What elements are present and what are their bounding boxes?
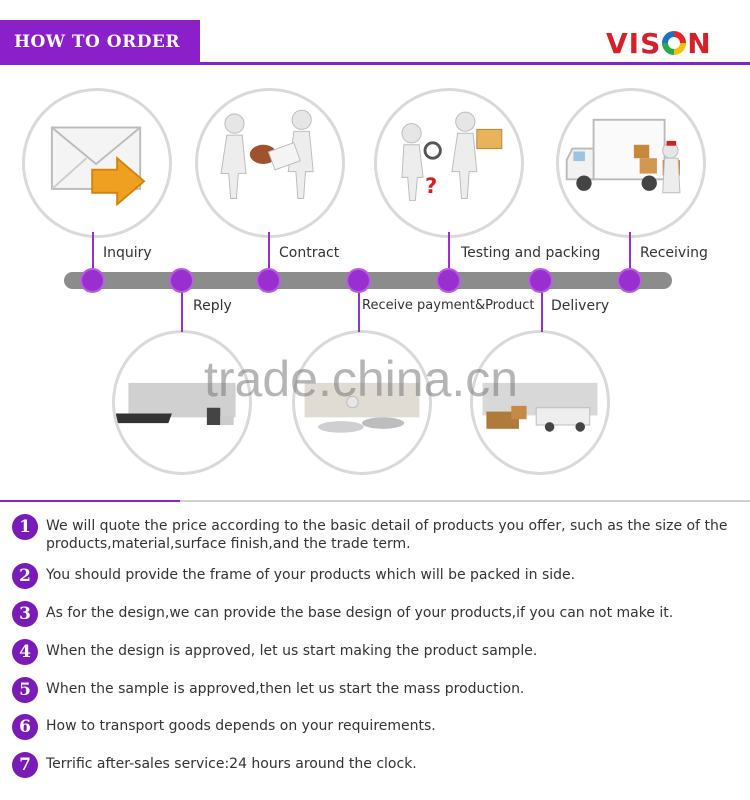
- svg-text:?: ?: [425, 173, 437, 198]
- watermark: trade.china.cn: [204, 351, 519, 407]
- note-item: 4 When the design is approved, let us st…: [12, 639, 742, 665]
- step-label-contract: Contract: [279, 245, 340, 261]
- section-divider-accent: [0, 500, 180, 502]
- step-contract-image: [195, 88, 345, 238]
- truck-cargo-icon: [482, 382, 598, 432]
- step-inquiry-image: [22, 88, 172, 238]
- production-figures-icon: [304, 382, 420, 433]
- timeline-dot-testing: [436, 268, 461, 293]
- timeline-dot-reply: [169, 268, 194, 293]
- note-item: 3 As for the design,we can provide the b…: [12, 601, 742, 627]
- stem-inquiry: [92, 232, 94, 272]
- number-badge: 3: [12, 601, 38, 627]
- vison-logo: VIS N: [606, 26, 712, 60]
- note-item: 1 We will quote the price according to t…: [12, 514, 742, 553]
- stem-contract: [268, 232, 270, 272]
- timeline-dot-contract: [256, 268, 281, 293]
- stem-payment: [358, 290, 360, 332]
- number-badge: 1: [12, 514, 38, 540]
- step-label-delivery: Delivery: [551, 298, 610, 314]
- note-text: How to transport goods depends on your r…: [46, 718, 436, 734]
- envelope-arrow-icon: [50, 126, 146, 207]
- step-testing-image: ?: [374, 88, 524, 238]
- header-divider: [0, 62, 750, 65]
- number-badge: 4: [12, 639, 38, 665]
- step-label-receiving: Receiving: [640, 245, 708, 261]
- note-text: You should provide the frame of your pro…: [46, 567, 576, 583]
- stem-delivery: [541, 290, 543, 332]
- header-tab: HOW TO ORDER: [0, 20, 200, 64]
- note-text: We will quote the price according to the…: [46, 518, 728, 552]
- section-divider: [0, 500, 750, 502]
- number-badge: 6: [12, 714, 38, 740]
- step-label-reply: Reply: [193, 298, 232, 314]
- note-item: 5 When the sample is approved,then let u…: [12, 677, 742, 703]
- step-payment-image: [292, 330, 432, 475]
- note-text: Terrific after-sales service:24 hours ar…: [46, 756, 417, 772]
- logo-text-left: VIS: [606, 26, 662, 60]
- inspection-figures-icon: ?: [401, 111, 503, 201]
- note-item: 7 Terrific after-sales service:24 hours …: [12, 752, 742, 778]
- note-item: 6 How to transport goods depends on your…: [12, 714, 742, 740]
- timeline-dot-receiving: [617, 268, 642, 293]
- stem-reply: [181, 290, 183, 332]
- step-receiving-image: [556, 88, 706, 238]
- number-badge: 7: [12, 752, 38, 778]
- timeline-dot-delivery: [528, 268, 553, 293]
- stem-testing: [448, 232, 450, 272]
- timeline-dot-inquiry: [80, 268, 105, 293]
- note-text: As for the design,we can provide the bas…: [46, 605, 674, 621]
- number-badge: 5: [12, 677, 38, 703]
- logo-color-ring-icon: [662, 31, 687, 55]
- timeline-dot-payment: [346, 268, 371, 293]
- number-badge: 2: [12, 563, 38, 589]
- page-title: HOW TO ORDER: [14, 32, 181, 52]
- computer-desk-icon: [115, 382, 236, 425]
- handshake-figures-icon: [220, 109, 314, 199]
- step-label-testing: Testing and packing: [461, 245, 601, 261]
- note-text: When the sample is approved,then let us …: [46, 681, 525, 697]
- step-delivery-image: [470, 330, 610, 475]
- note-item: 2 You should provide the frame of your p…: [12, 563, 742, 589]
- logo-text-right: N: [687, 26, 712, 60]
- step-label-payment: Receive payment&Product: [362, 298, 535, 313]
- step-label-inquiry: Inquiry: [103, 245, 152, 261]
- note-text: When the design is approved, let us star…: [46, 643, 538, 659]
- step-reply-image: [112, 330, 252, 475]
- delivery-truck-icon: [565, 118, 681, 194]
- stem-receiving: [629, 232, 631, 272]
